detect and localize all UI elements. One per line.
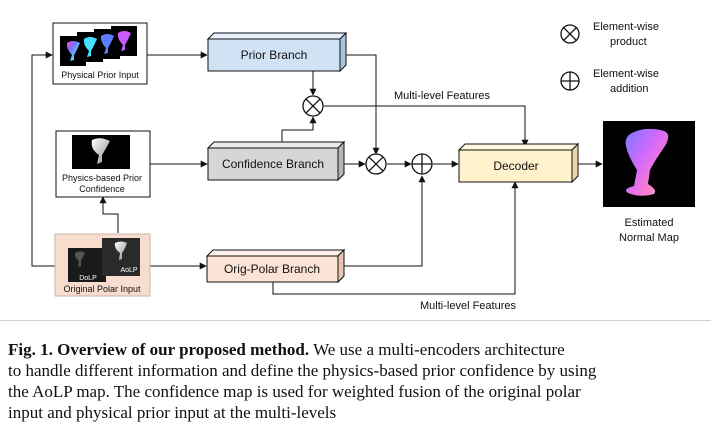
method-overview-diagram: Element-wise product Element-wise additi… [31, 21, 695, 312]
orig-polar-branch-label: Orig-Polar Branch [224, 262, 320, 276]
dolp-image [68, 248, 106, 282]
caption-line-2: to handle different information and defi… [8, 361, 597, 380]
dolp-label: DoLP [79, 275, 97, 282]
product-operator-1 [302, 95, 324, 117]
confidence-branch-label: Confidence Branch [222, 157, 324, 171]
arrow-orig-to-prior-input [31, 51, 55, 267]
product-operator-2 [365, 153, 387, 175]
physical-prior-input-label: Physical Prior Input [61, 70, 139, 80]
arrow-bottom-features-to-decoder [272, 181, 519, 295]
arrow-top-features-to-decoder [324, 105, 529, 147]
estimated-normal-map: Estimated Normal Map [603, 121, 695, 244]
confidence-label-2: Confidence [79, 184, 125, 194]
addition-operator [411, 153, 433, 175]
legend-product-icon [560, 24, 580, 44]
arrow-orig-to-confidence [99, 196, 119, 233]
output-label-1: Estimated [625, 217, 674, 229]
arrow-confidence-to-product [281, 116, 317, 146]
original-polar-input: DoLP AoLP Original Polar Input [54, 233, 151, 297]
normal-map-glass-icon [625, 128, 669, 196]
prior-branch-label: Prior Branch [241, 48, 308, 62]
orig-polar-branch-block: Orig-Polar Branch [205, 248, 346, 284]
caption-line-1-text: We use a multi-encoders architecture [309, 340, 565, 359]
features-label-top: Multi-level Features [394, 90, 490, 102]
legend: Element-wise product Element-wise additi… [560, 21, 659, 95]
decoder-block: Decoder [457, 142, 580, 184]
caption-divider [0, 320, 711, 321]
caption-line-4: input and physical prior input at the mu… [8, 403, 337, 422]
confidence-branch-block: Confidence Branch [206, 140, 346, 182]
features-label-bottom: Multi-level Features [420, 300, 516, 312]
prior-input-image-stack [60, 26, 137, 66]
confidence-label-1: Physics-based Prior [62, 173, 142, 183]
legend-addition-icon [560, 71, 580, 91]
physics-prior-confidence: Physics-based Prior Confidence [55, 130, 151, 198]
prior-branch-block: Prior Branch [206, 31, 348, 73]
decoder-label: Decoder [493, 159, 538, 173]
output-label-2: Normal Map [619, 232, 679, 244]
glass-silhouette-icon [91, 138, 110, 164]
original-polar-input-label: Original Polar Input [63, 284, 141, 294]
aolp-label: AoLP [120, 267, 137, 274]
legend-addition-label-2: addition [610, 83, 649, 95]
caption-line-3: the AoLP map. The confidence map is used… [8, 382, 581, 401]
arrow-orig-branch-to-addition [344, 175, 426, 267]
connectors [31, 51, 603, 295]
physical-prior-input: Physical Prior Input [52, 22, 148, 85]
figure-caption: Fig. 1. Overview of our proposed method.… [8, 339, 704, 423]
arrow-prior-to-product-2 [346, 54, 380, 155]
legend-product-label-1: Element-wise [593, 21, 659, 33]
legend-addition-label-1: Element-wise [593, 68, 659, 80]
caption-line-1: Fig. 1. Overview of our proposed method.… [8, 339, 704, 360]
legend-product-label-2: product [610, 36, 647, 48]
caption-figure-label: Fig. 1. Overview of our proposed method. [8, 340, 310, 359]
